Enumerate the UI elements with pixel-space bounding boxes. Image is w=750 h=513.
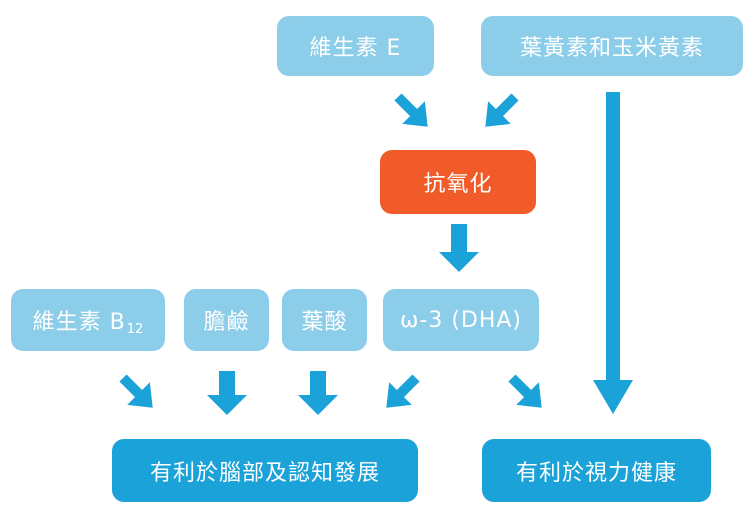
node-antioxidant-label: 抗氧化: [423, 172, 493, 197]
arrow-choline-to-brain: [207, 371, 247, 415]
node-choline: 膽鹼: [184, 289, 269, 351]
node-lutein-zeaxanthin: 葉黃素和玉米黃素: [481, 16, 743, 76]
node-folate: 葉酸: [282, 289, 367, 351]
node-vitamin-b12-label: 維生素 B12: [32, 309, 144, 337]
arrow-omega3-to-brain: [386, 374, 420, 408]
node-antioxidant: 抗氧化: [380, 150, 536, 214]
arrow-lutein-to-antioxidant: [485, 93, 519, 127]
node-vitamin-e: 維生素 E: [277, 16, 434, 76]
node-vitamin-e-label: 維生素 E: [309, 36, 402, 61]
node-vision-health: 有利於視力健康: [482, 439, 711, 502]
node-brain-development-label: 有利於腦部及認知發展: [149, 460, 380, 486]
arrow-folate-to-brain: [298, 371, 338, 415]
arrow-antioxidant-to-omega3: [439, 224, 479, 272]
node-vitamin-b12-subscript: 12: [126, 321, 144, 337]
node-vitamin-b12: 維生素 B12: [11, 289, 165, 351]
arrow-vitamin-b12-to-brain: [119, 374, 153, 408]
node-lutein-zeaxanthin-label: 葉黃素和玉米黃素: [519, 36, 704, 61]
node-brain-development: 有利於腦部及認知發展: [112, 439, 418, 502]
node-folate-label: 葉酸: [301, 310, 348, 335]
arrow-vitamin-e-to-antioxidant: [394, 93, 428, 127]
node-omega3-dha-label: ω-3 (DHA): [399, 307, 523, 333]
arrow-omega3-to-vision: [508, 374, 542, 408]
node-omega3-dha: ω-3 (DHA): [383, 289, 539, 351]
node-vision-health-label: 有利於視力健康: [515, 460, 677, 486]
node-choline-label: 膽鹼: [203, 310, 250, 335]
arrow-lutein-to-vision: [593, 92, 633, 414]
